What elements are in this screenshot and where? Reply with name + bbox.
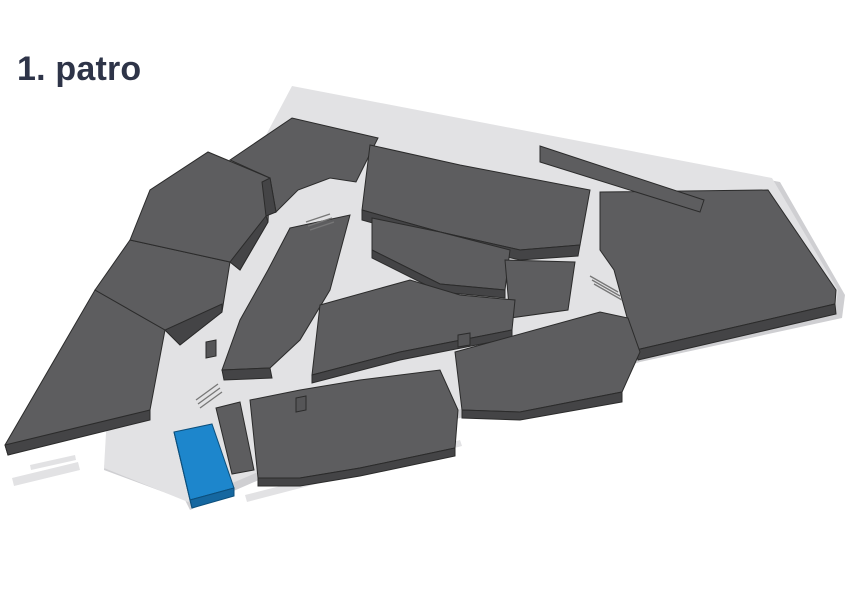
escalator-icon	[589, 275, 623, 301]
store-block-anchor-east[interactable]	[599, 189, 837, 361]
floor-title: 1. patro	[17, 50, 142, 88]
store-block-northeast-strip[interactable]	[539, 145, 705, 213]
store-block-southeast[interactable]	[454, 311, 641, 421]
kiosk-west[interactable]	[205, 339, 217, 359]
store-block-north-wing[interactable]	[129, 151, 271, 271]
kiosk-center[interactable]	[457, 332, 471, 348]
store-block-northwest[interactable]	[94, 239, 231, 346]
kiosk-south[interactable]	[295, 395, 307, 413]
escalator-icon	[305, 213, 335, 231]
store-block-central-east[interactable]	[504, 259, 576, 319]
store-block-west-arcade[interactable]	[221, 214, 351, 381]
store-block-west[interactable]	[4, 289, 166, 456]
store-unit-south-west[interactable]	[215, 401, 255, 475]
escalator-icon	[195, 383, 223, 409]
store-block-anchor-north[interactable]	[228, 117, 379, 217]
selected-store[interactable]	[173, 423, 235, 509]
